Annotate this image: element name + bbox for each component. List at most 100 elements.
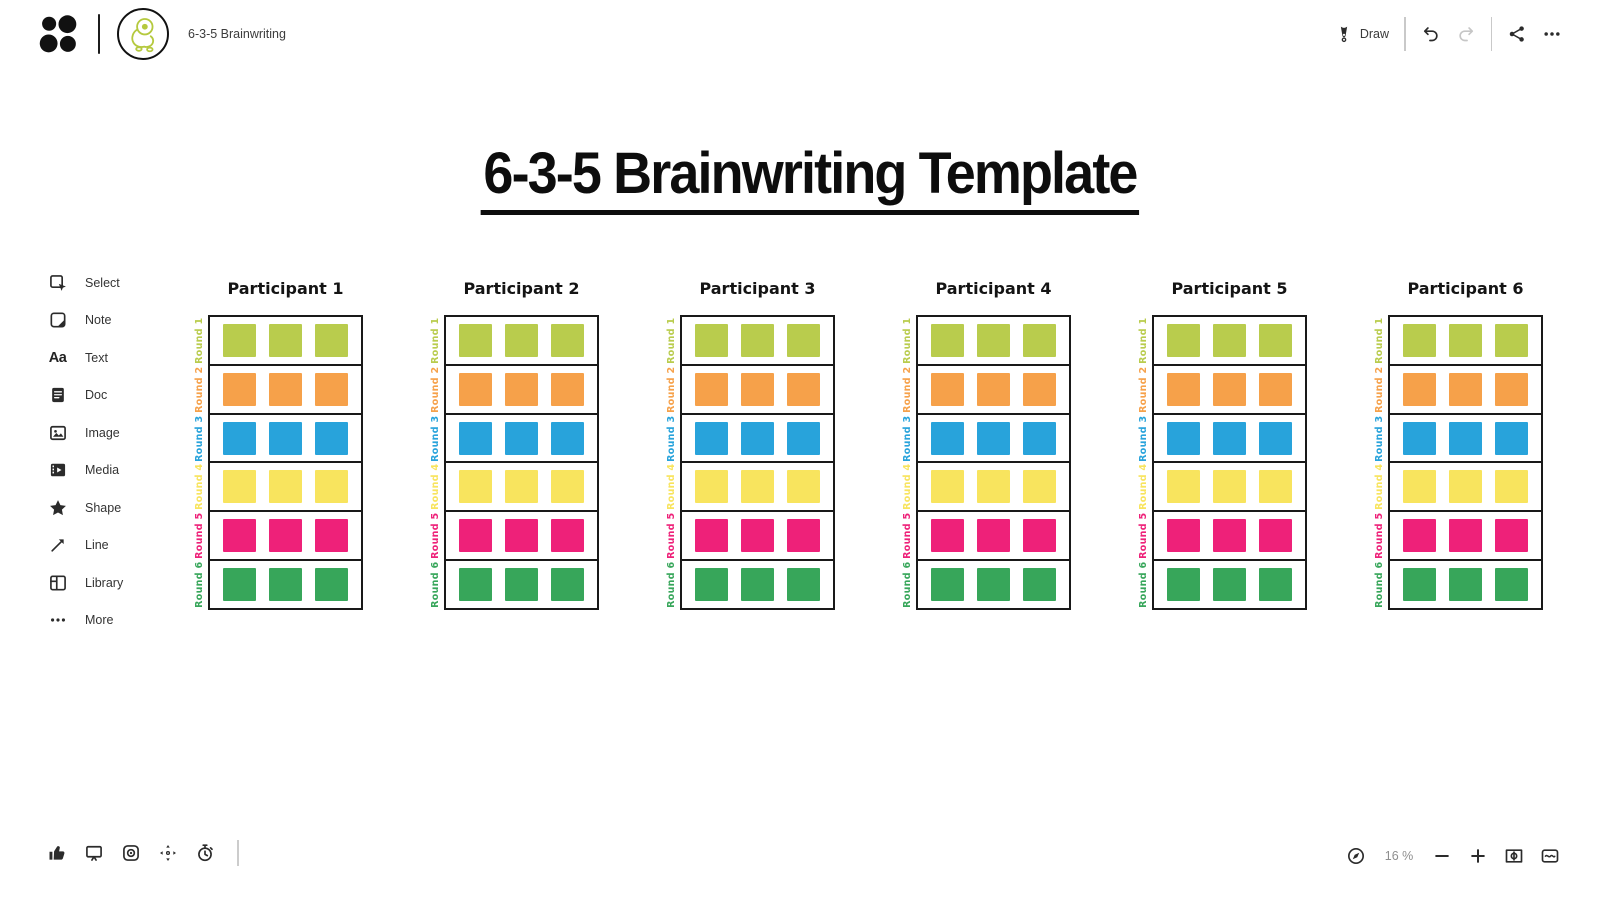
- idea-card[interactable]: [787, 372, 820, 406]
- idea-card[interactable]: [1023, 421, 1056, 455]
- idea-card[interactable]: [1167, 470, 1200, 504]
- idea-card[interactable]: [977, 421, 1010, 455]
- idea-card[interactable]: [315, 568, 348, 602]
- idea-card[interactable]: [223, 323, 256, 357]
- idea-card[interactable]: [1495, 372, 1528, 406]
- minimap-button[interactable]: [1540, 846, 1560, 866]
- idea-card[interactable]: [931, 470, 964, 504]
- idea-card[interactable]: [1167, 519, 1200, 553]
- redo-button[interactable]: [1456, 24, 1476, 44]
- idea-card[interactable]: [1495, 323, 1528, 357]
- sidebar-item-media[interactable]: Media: [47, 452, 123, 490]
- idea-card[interactable]: [1213, 323, 1246, 357]
- idea-card[interactable]: [551, 470, 584, 504]
- locate-button[interactable]: [121, 843, 141, 863]
- idea-card[interactable]: [1023, 519, 1056, 553]
- idea-card[interactable]: [787, 421, 820, 455]
- idea-card[interactable]: [459, 568, 492, 602]
- idea-card[interactable]: [315, 519, 348, 553]
- idea-card[interactable]: [1167, 323, 1200, 357]
- idea-card[interactable]: [269, 519, 302, 553]
- idea-card[interactable]: [459, 519, 492, 553]
- idea-card[interactable]: [505, 421, 538, 455]
- idea-card[interactable]: [315, 470, 348, 504]
- idea-card[interactable]: [1495, 421, 1528, 455]
- idea-card[interactable]: [1403, 470, 1436, 504]
- move-button[interactable]: [158, 843, 178, 863]
- sidebar-item-doc[interactable]: Doc: [47, 377, 123, 415]
- idea-card[interactable]: [695, 568, 728, 602]
- idea-card[interactable]: [315, 372, 348, 406]
- idea-card[interactable]: [931, 421, 964, 455]
- more-button[interactable]: [1542, 24, 1562, 44]
- idea-card[interactable]: [551, 568, 584, 602]
- idea-card[interactable]: [741, 519, 774, 553]
- idea-card[interactable]: [551, 372, 584, 406]
- idea-card[interactable]: [977, 519, 1010, 553]
- sidebar-item-library[interactable]: Library: [47, 564, 123, 602]
- present-button[interactable]: [84, 843, 104, 863]
- idea-card[interactable]: [223, 519, 256, 553]
- idea-card[interactable]: [1403, 421, 1436, 455]
- idea-card[interactable]: [977, 568, 1010, 602]
- sidebar-item-image[interactable]: Image: [47, 414, 123, 452]
- idea-card[interactable]: [931, 568, 964, 602]
- zoom-level[interactable]: 16 %: [1384, 849, 1414, 863]
- idea-card[interactable]: [741, 323, 774, 357]
- idea-card[interactable]: [695, 519, 728, 553]
- board-title[interactable]: 6-3-5 Brainwriting: [188, 27, 286, 41]
- idea-card[interactable]: [269, 568, 302, 602]
- idea-card[interactable]: [1023, 470, 1056, 504]
- idea-card[interactable]: [315, 421, 348, 455]
- idea-card[interactable]: [223, 568, 256, 602]
- idea-card[interactable]: [1403, 568, 1436, 602]
- idea-card[interactable]: [931, 372, 964, 406]
- idea-card[interactable]: [223, 421, 256, 455]
- idea-card[interactable]: [1213, 519, 1246, 553]
- idea-card[interactable]: [505, 568, 538, 602]
- idea-card[interactable]: [315, 323, 348, 357]
- idea-card[interactable]: [459, 421, 492, 455]
- idea-card[interactable]: [787, 470, 820, 504]
- app-logo-icon[interactable]: [36, 12, 81, 57]
- zoom-in-button[interactable]: [1468, 846, 1488, 866]
- board-avatar[interactable]: [117, 8, 169, 60]
- idea-card[interactable]: [787, 323, 820, 357]
- idea-card[interactable]: [1449, 519, 1482, 553]
- idea-card[interactable]: [1023, 323, 1056, 357]
- idea-card[interactable]: [1259, 323, 1292, 357]
- idea-card[interactable]: [1449, 323, 1482, 357]
- idea-card[interactable]: [1023, 372, 1056, 406]
- idea-card[interactable]: [931, 519, 964, 553]
- sidebar-item-line[interactable]: Line: [47, 527, 123, 565]
- idea-card[interactable]: [787, 519, 820, 553]
- sidebar-item-select[interactable]: Select: [47, 264, 123, 302]
- idea-card[interactable]: [1213, 421, 1246, 455]
- idea-card[interactable]: [1259, 568, 1292, 602]
- idea-card[interactable]: [1023, 568, 1056, 602]
- idea-card[interactable]: [269, 323, 302, 357]
- idea-card[interactable]: [1449, 470, 1482, 504]
- idea-card[interactable]: [695, 372, 728, 406]
- idea-card[interactable]: [695, 470, 728, 504]
- idea-card[interactable]: [551, 519, 584, 553]
- idea-card[interactable]: [1449, 421, 1482, 455]
- idea-card[interactable]: [977, 323, 1010, 357]
- idea-card[interactable]: [741, 470, 774, 504]
- idea-card[interactable]: [977, 470, 1010, 504]
- idea-card[interactable]: [269, 470, 302, 504]
- idea-card[interactable]: [787, 568, 820, 602]
- sidebar-item-more[interactable]: More: [47, 602, 123, 640]
- idea-card[interactable]: [695, 323, 728, 357]
- idea-card[interactable]: [1449, 372, 1482, 406]
- idea-card[interactable]: [459, 372, 492, 406]
- idea-card[interactable]: [505, 372, 538, 406]
- idea-card[interactable]: [1449, 568, 1482, 602]
- idea-card[interactable]: [505, 323, 538, 357]
- idea-card[interactable]: [1259, 519, 1292, 553]
- idea-card[interactable]: [1213, 372, 1246, 406]
- idea-card[interactable]: [1167, 421, 1200, 455]
- idea-card[interactable]: [459, 470, 492, 504]
- idea-card[interactable]: [459, 323, 492, 357]
